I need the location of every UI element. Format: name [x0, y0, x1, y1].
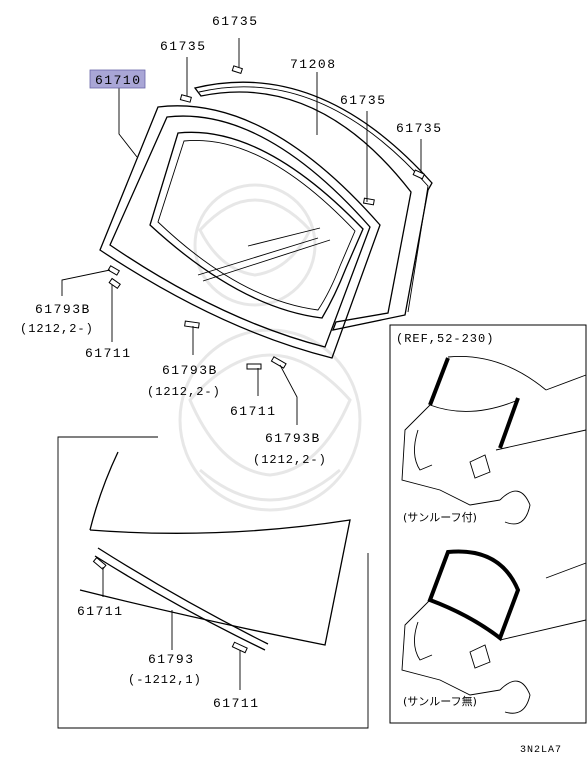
- inset-panel: [57, 436, 369, 729]
- label-61735-b[interactable]: 61735: [160, 39, 207, 54]
- label-61735-a[interactable]: 61735: [212, 14, 259, 29]
- clip-61735-top: [179, 65, 426, 206]
- caption-without-sunroof: (サンルーフ無): [403, 694, 477, 708]
- label-71208[interactable]: 71208: [290, 57, 337, 72]
- label-61793b-left[interactable]: 61793B: [35, 302, 91, 317]
- vehicle-without-sunroof: [401, 549, 587, 714]
- label-61793b-right-range: (1212,2-): [253, 453, 327, 467]
- windshield-glass-61710: [99, 105, 381, 359]
- windshield-frame-71208: [193, 81, 433, 331]
- label-61793b-left-range: (1212,2-): [20, 322, 94, 336]
- label-61711-center[interactable]: 61711: [230, 404, 277, 419]
- label-61735-c[interactable]: 61735: [340, 93, 387, 108]
- label-61793b-center[interactable]: 61793B: [162, 363, 218, 378]
- leader-lines: [61, 38, 422, 425]
- label-inset-61793[interactable]: 61793: [148, 652, 195, 667]
- diagram-code: 3N2LA7: [520, 745, 562, 756]
- label-inset-61711-bottom[interactable]: 61711: [213, 696, 260, 711]
- part-61710-highlight: [89, 69, 146, 89]
- spacers-main: [107, 265, 287, 370]
- label-61710[interactable]: 61710: [95, 73, 142, 88]
- vehicle-with-sunroof: [401, 355, 587, 525]
- label-61735-d[interactable]: 61735: [396, 121, 443, 136]
- label-61793b-center-range: (1212,2-): [147, 385, 221, 399]
- label-61711-left[interactable]: 61711: [85, 346, 132, 361]
- ref-label: (REF,52-230): [396, 332, 494, 346]
- label-inset-61793-range: (-1212,1): [128, 673, 202, 687]
- caption-with-sunroof: (サンルーフ付): [403, 511, 477, 524]
- label-61793b-right[interactable]: 61793B: [265, 431, 321, 446]
- label-inset-61711-left[interactable]: 61711: [77, 604, 124, 619]
- reference-box: [389, 324, 587, 724]
